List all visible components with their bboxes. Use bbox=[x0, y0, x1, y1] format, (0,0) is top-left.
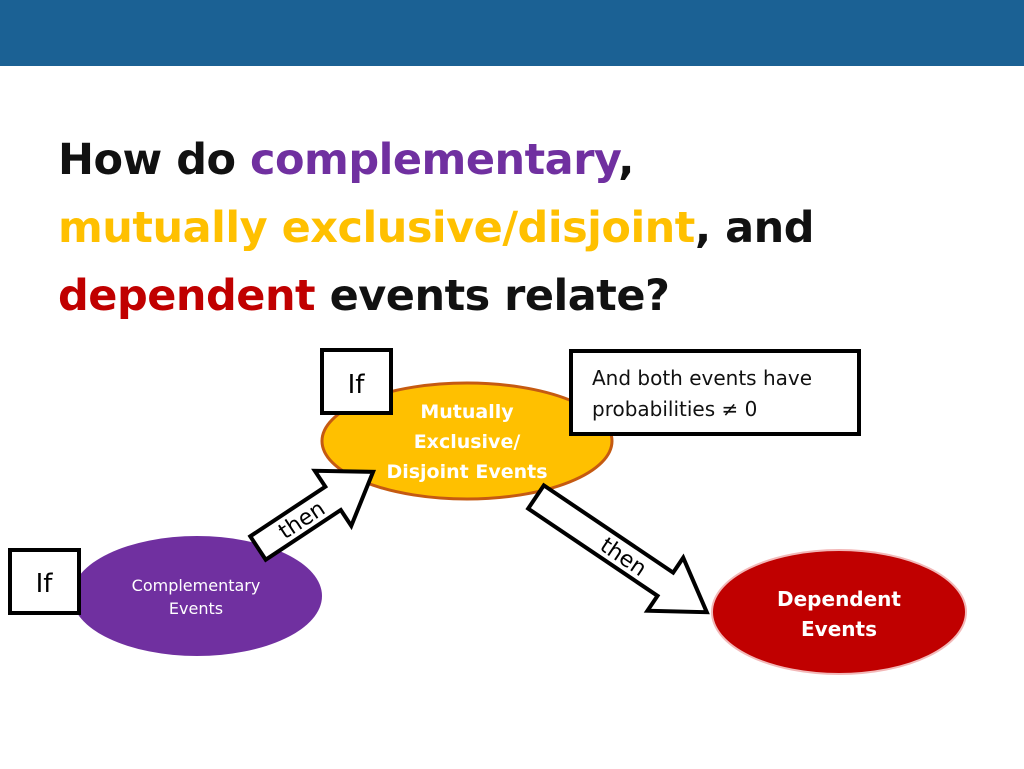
then-arrow-down-shape bbox=[525, 482, 710, 615]
complementary-label-2: Events bbox=[169, 599, 223, 618]
title-events-relate: events relate? bbox=[315, 271, 670, 321]
complementary-label-1: Complementary bbox=[132, 576, 261, 595]
complementary-node bbox=[72, 536, 322, 656]
if-box-top-label: If bbox=[348, 370, 366, 400]
title-line1: How do complementary, bbox=[58, 135, 634, 185]
title-and: , and bbox=[694, 203, 815, 253]
title-mutually-exclusive: mutually exclusive/disjoint bbox=[58, 203, 695, 253]
mutually-exclusive-node bbox=[320, 381, 614, 501]
condition-box-line2: probabilities ≠ 0 bbox=[592, 397, 757, 421]
mutually-exclusive-label-3: Disjoint Events bbox=[386, 461, 547, 483]
condition-box-line1: And both events have bbox=[592, 366, 812, 390]
slide-title: How do complementary, mutually exclusive/… bbox=[58, 126, 815, 330]
condition-box bbox=[569, 349, 861, 436]
mutually-exclusive-label-2: Exclusive/ bbox=[414, 431, 521, 453]
dependent-node bbox=[711, 549, 967, 675]
if-box-top bbox=[320, 348, 393, 415]
title-lead: How do bbox=[58, 135, 251, 185]
then-arrow-up-shape bbox=[247, 468, 377, 563]
if-box-left-label: If bbox=[36, 569, 54, 599]
title-comma: , bbox=[618, 135, 634, 185]
title-dependent: dependent bbox=[58, 271, 316, 321]
dependent-label-2: Events bbox=[801, 617, 877, 641]
title-line3: dependent events relate? bbox=[58, 271, 670, 321]
title-line2: mutually exclusive/disjoint, and bbox=[58, 203, 815, 253]
title-complementary: complementary bbox=[250, 135, 619, 185]
mutually-exclusive-label-1: Mutually bbox=[420, 401, 514, 423]
dependent-label-1: Dependent bbox=[777, 587, 901, 611]
header-band bbox=[0, 0, 1024, 66]
if-box-left bbox=[8, 548, 81, 615]
then-arrow-down: then bbox=[525, 482, 710, 615]
